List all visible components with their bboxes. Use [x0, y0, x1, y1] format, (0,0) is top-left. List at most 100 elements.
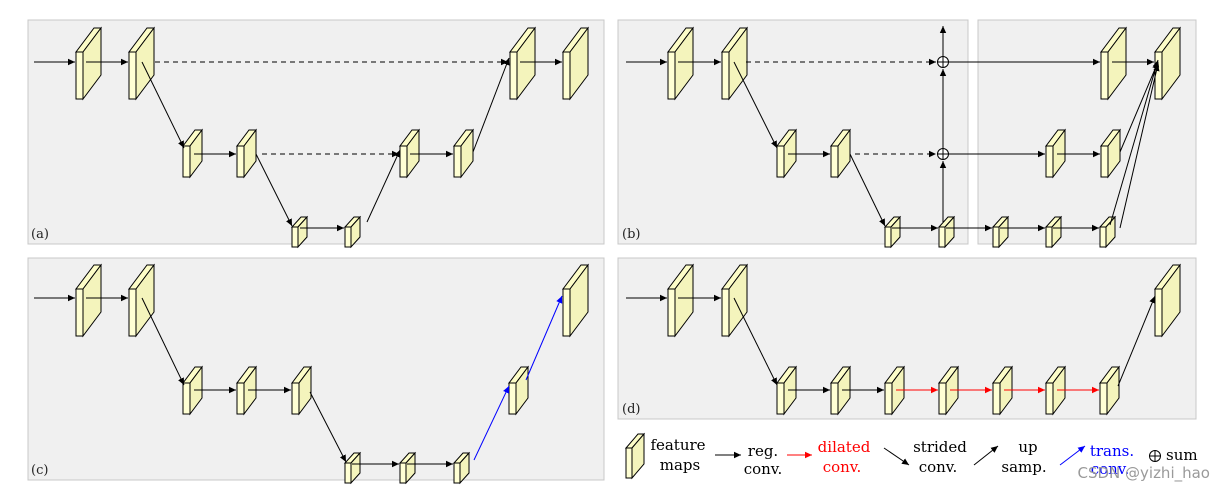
legend-up-samp-arrow: [973, 445, 999, 466]
c-fm-1: [75, 263, 102, 338]
c-fm-2-face: [128, 288, 137, 337]
a-fm-7-face: [399, 145, 408, 178]
c-fm-4-face: [236, 382, 245, 415]
a-fm-2: [128, 26, 155, 101]
b-fm-4-face: [830, 145, 839, 178]
c-fm-10-face: [562, 288, 571, 337]
b-fm-2-face: [721, 51, 730, 100]
legend-feature-maps-line1: feature: [650, 436, 705, 454]
panel-label-d: (d): [622, 402, 640, 417]
a-conn-4: [255, 153, 293, 227]
c-conn-9: [525, 295, 563, 381]
a-conn-8: [472, 57, 510, 153]
legend-strided-conv-arrow: [883, 447, 910, 466]
a-fm-9-face: [509, 51, 518, 100]
b-fm-12-face: [1100, 51, 1109, 100]
b-fm-7-face: [992, 226, 1000, 248]
d-fm-1-face: [667, 288, 676, 337]
b-fm-5: [883, 215, 902, 249]
a-conn-2: [141, 61, 185, 149]
legend-reg-conv-line2: conv.: [744, 460, 783, 478]
legend-trans-conv-line1: trans.: [1090, 442, 1134, 460]
c-fm-6-face: [344, 462, 352, 484]
a-fm-6-face: [344, 226, 352, 248]
c-fm-3-face: [182, 382, 191, 415]
d-fm-9-face: [1099, 382, 1108, 415]
b-fm-8: [1044, 215, 1063, 249]
c-fm-7: [398, 451, 417, 485]
legend-feature-map-icon-face: [625, 447, 633, 479]
panel-label-a: (a): [31, 227, 49, 242]
b-fm-13-face: [1154, 51, 1163, 100]
legend-sum-label: sum: [1166, 446, 1198, 464]
b-fm-7: [991, 215, 1010, 249]
a-fm-4: [236, 128, 257, 179]
d-fm-10-face: [1154, 288, 1163, 337]
a-fm-8: [453, 128, 474, 179]
legend-up-samp-line2: samp.: [1001, 458, 1046, 476]
c-fm-9-face: [508, 382, 517, 415]
b-fm-3-face: [776, 145, 785, 178]
d-fm-8-face: [1045, 382, 1054, 415]
legend-dilated-conv-line1: dilated: [818, 438, 871, 456]
b-fm-11-face: [1100, 145, 1109, 178]
b-fm-2: [721, 26, 748, 101]
d-fm-4-face: [830, 382, 839, 415]
c-fm-1-face: [75, 288, 84, 337]
b-fm-6-face: [938, 226, 946, 248]
legend-strided-conv-line2: conv.: [919, 458, 958, 476]
a-fm-4-face: [236, 145, 245, 178]
b-fm-4: [830, 128, 851, 179]
d-fm-2: [721, 263, 748, 338]
legend-reg-conv-line1: reg.: [748, 442, 778, 460]
a-conn-6: [366, 149, 401, 223]
b-conn-14: [1119, 61, 1159, 153]
c-fm-6: [343, 451, 362, 485]
c-fm-8: [452, 451, 471, 485]
b-fm-10-face: [1045, 145, 1054, 178]
d-fm-1: [667, 263, 694, 338]
a-fm-10-face: [562, 51, 571, 100]
legend: feature maps reg. conv. dilated conv. st…: [650, 436, 1197, 478]
d-fm-10: [1154, 263, 1181, 338]
c-conn-8: [473, 385, 510, 461]
c-conn-5: [309, 391, 347, 463]
diagram-elements: [34, 26, 1181, 485]
b-fm-1-face: [667, 51, 676, 100]
a-fm-9: [509, 26, 536, 101]
c-fm-5: [291, 365, 312, 416]
legend-feature-maps-line2: maps: [660, 456, 700, 474]
c-fm-7-face: [399, 462, 407, 484]
b-fm-9-face: [1099, 226, 1107, 248]
b-conn-13: [1109, 59, 1160, 226]
c-fm-2: [128, 263, 155, 338]
b-sum-2: [937, 148, 949, 160]
b-fm-1: [667, 26, 694, 101]
b-conn-2: [733, 61, 778, 149]
b-fm-8-face: [1045, 226, 1053, 248]
legend-trans-conv-line2: conv.: [1091, 460, 1130, 478]
b-conn-4: [849, 153, 886, 227]
legend-dilated-conv-line2: conv.: [823, 458, 862, 476]
legend-sum-icon: [1149, 450, 1161, 462]
c-conn-2: [141, 297, 185, 386]
b-sum-1: [937, 56, 949, 68]
a-fm-6: [343, 215, 362, 249]
panel-label-c: (c): [31, 463, 48, 478]
legend-up-samp-line1: up: [1018, 438, 1037, 456]
d-fm-2-face: [721, 288, 730, 337]
a-fm-1: [75, 26, 102, 101]
b-fm-5-face: [884, 226, 892, 248]
a-fm-1-face: [75, 51, 84, 100]
legend-strided-conv-line1: strided: [913, 438, 967, 456]
panel-c-background: [27, 257, 605, 481]
a-fm-10: [562, 26, 589, 101]
b-fm-11: [1100, 128, 1121, 179]
c-fm-10: [562, 263, 589, 338]
b-fm-6: [937, 215, 956, 249]
b-fm-12: [1100, 26, 1127, 101]
c-fm-5-face: [291, 382, 300, 415]
b-fm-13: [1154, 26, 1181, 101]
a-fm-3-face: [182, 145, 191, 178]
